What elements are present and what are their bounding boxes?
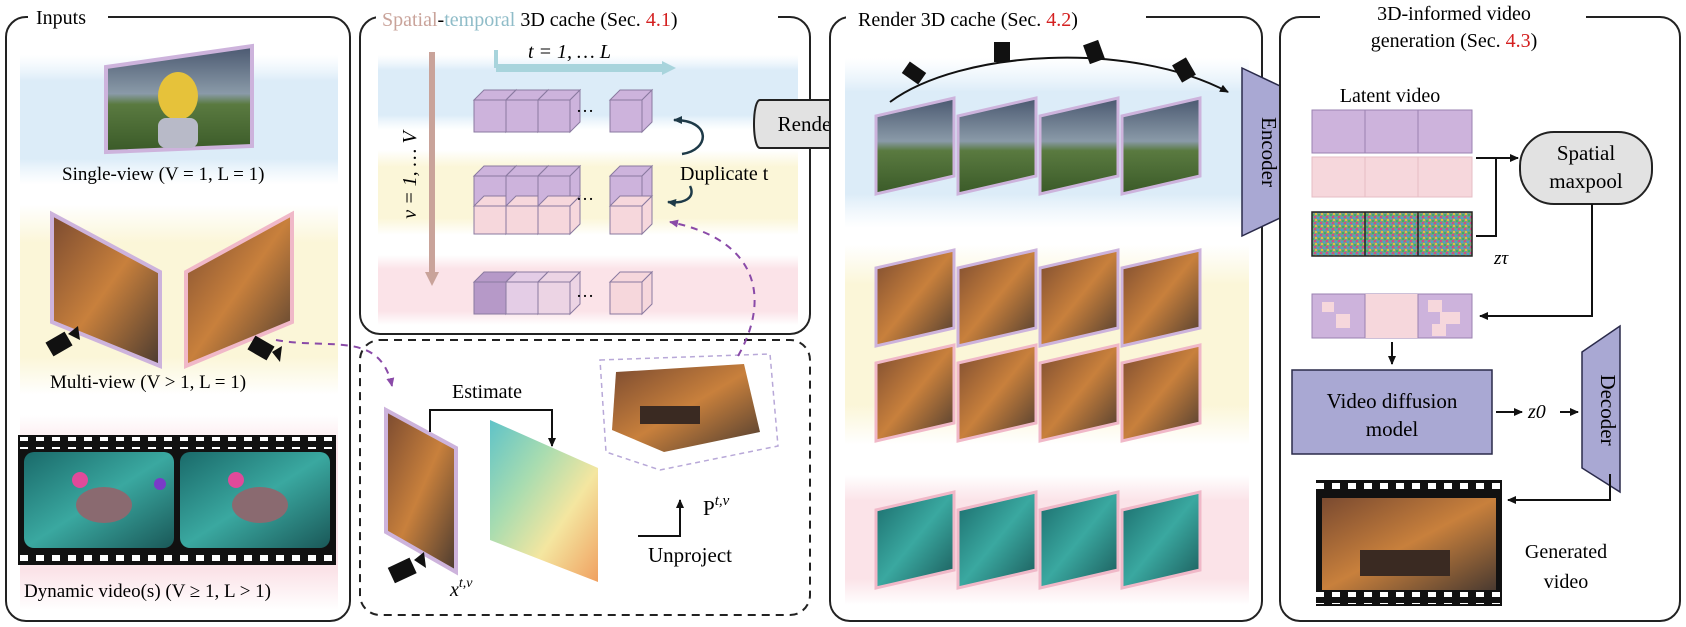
render-frame-multi-b (1120, 343, 1202, 443)
cache-cube (608, 194, 654, 236)
generated-line1: Generated (1525, 541, 1607, 563)
duplicate-arrow-up (673, 116, 704, 156)
rgb-frame (384, 406, 458, 576)
video-diffusion-model: Video diffusion model (1291, 369, 1493, 455)
render-frame-multi-b (1038, 343, 1120, 443)
estimate-panel: Estimate xt,v Pt,v Unproject (359, 339, 811, 616)
multi-view-label: Multi-view (V > 1, L = 1) (50, 372, 246, 393)
render-title: Render 3D cache (Sec. 4.2) (858, 9, 1078, 31)
cache-cube (536, 194, 582, 236)
single-view-label: Single-view (V = 1, L = 1) (62, 164, 264, 185)
generated-video-filmstrip (1316, 480, 1502, 606)
render-frame-multi-b (956, 343, 1038, 443)
cache-cube (536, 270, 582, 316)
cache-cube (608, 270, 654, 316)
duplicate-label: Duplicate t (680, 163, 769, 185)
ellipsis: … (576, 96, 594, 116)
camera-icon (901, 61, 927, 85)
depth-map (490, 420, 598, 582)
camera-icon (387, 552, 426, 584)
maxpool-line1: Spatial (1557, 141, 1615, 165)
camera-icon (1172, 57, 1196, 83)
render-frame-multi-a (1120, 248, 1202, 348)
masked-latent (1311, 293, 1473, 339)
input-to-estimate-arrow (275, 339, 395, 387)
render-frame-dynamic (874, 490, 956, 590)
generation-title-line2: generation (Sec. 4.3) (1371, 30, 1538, 52)
camera-icon (247, 335, 282, 362)
generated-line2: video (1544, 571, 1588, 593)
diffusion-line1: Video diffusion (1327, 389, 1458, 413)
camera-icon (1083, 39, 1105, 65)
maxpool-line2: maxpool (1549, 169, 1623, 193)
pointcloud-to-cache-arrow (669, 219, 756, 357)
cache-cube (608, 88, 654, 134)
multi-view-images (50, 210, 294, 369)
unproject-label: Unproject (648, 543, 732, 567)
cache-cubes (472, 88, 654, 316)
render-frame-single (1038, 96, 1120, 196)
x-label: xt,v (449, 576, 473, 601)
render-frame-dynamic (1038, 490, 1120, 590)
z-tau-label: zτ (1493, 248, 1509, 269)
dynamic-video-label: Dynamic video(s) (V ≥ 1, L > 1) (24, 581, 271, 602)
latent-bracket (1476, 157, 1497, 237)
v-axis-label: v = 1, … V (399, 129, 421, 219)
estimate-arrow (429, 409, 556, 447)
ellipsis: … (576, 281, 594, 301)
render-frame-multi-a (1038, 248, 1120, 348)
latent-video-blocks (1311, 109, 1473, 257)
decoder-out-arrow (1507, 474, 1611, 504)
render-frame-multi-a (956, 248, 1038, 348)
render-frame-single (874, 96, 956, 196)
cache-title: Spatial-temporal 3D cache (Sec. 4.1) (382, 9, 677, 31)
estimate-label: Estimate (452, 381, 522, 403)
generation-panel: 3D-informed video generation (Sec. 4.3) … (1279, 2, 1681, 622)
spatial-maxpool-node: Spatial maxpool (1519, 131, 1653, 205)
encoder-label: Encoder (1257, 117, 1281, 187)
cache-panel: Spatial-temporal 3D cache (Sec. 4.1) t =… (359, 6, 811, 335)
point-cloud (599, 353, 779, 471)
duplicate-arrow-down (667, 185, 693, 207)
render-frame-dynamic (1120, 490, 1202, 590)
single-view-image (104, 43, 254, 155)
t-axis-label: t = 1, … L (528, 41, 611, 63)
encoder: Encoder (1241, 66, 1281, 238)
z0-label: z0 (1527, 401, 1546, 423)
render-label: Render (778, 112, 839, 136)
render-frame-multi-a (874, 248, 956, 348)
cache-cube (536, 88, 582, 134)
p-label: Pt,v (703, 493, 730, 520)
inputs-title: Inputs (36, 7, 86, 29)
unproject-arrow (638, 499, 684, 537)
inputs-panel: Inputs Single-view (V = 1, L = 1) Multi-… (5, 6, 351, 622)
render-frames (874, 96, 1202, 590)
render-frame-dynamic (956, 490, 1038, 590)
camera-icon (45, 326, 80, 357)
diffusion-line2: model (1366, 417, 1419, 441)
decoder: Decoder (1581, 324, 1621, 494)
dynamic-video-filmstrip (18, 435, 336, 565)
decoder-label: Decoder (1596, 374, 1620, 445)
render-frame-single (1120, 96, 1202, 196)
maxpool-out-arrow (1479, 204, 1593, 320)
render-frame-single (956, 96, 1038, 196)
latent-video-label: Latent video (1340, 85, 1441, 107)
generation-title-line1: 3D-informed video (1377, 3, 1531, 25)
render-frame-multi-b (874, 343, 956, 443)
ellipsis: … (576, 184, 594, 204)
render-panel: Render 3D cache (Sec. 4.2) (829, 6, 1263, 622)
camera-icon (994, 42, 1010, 62)
